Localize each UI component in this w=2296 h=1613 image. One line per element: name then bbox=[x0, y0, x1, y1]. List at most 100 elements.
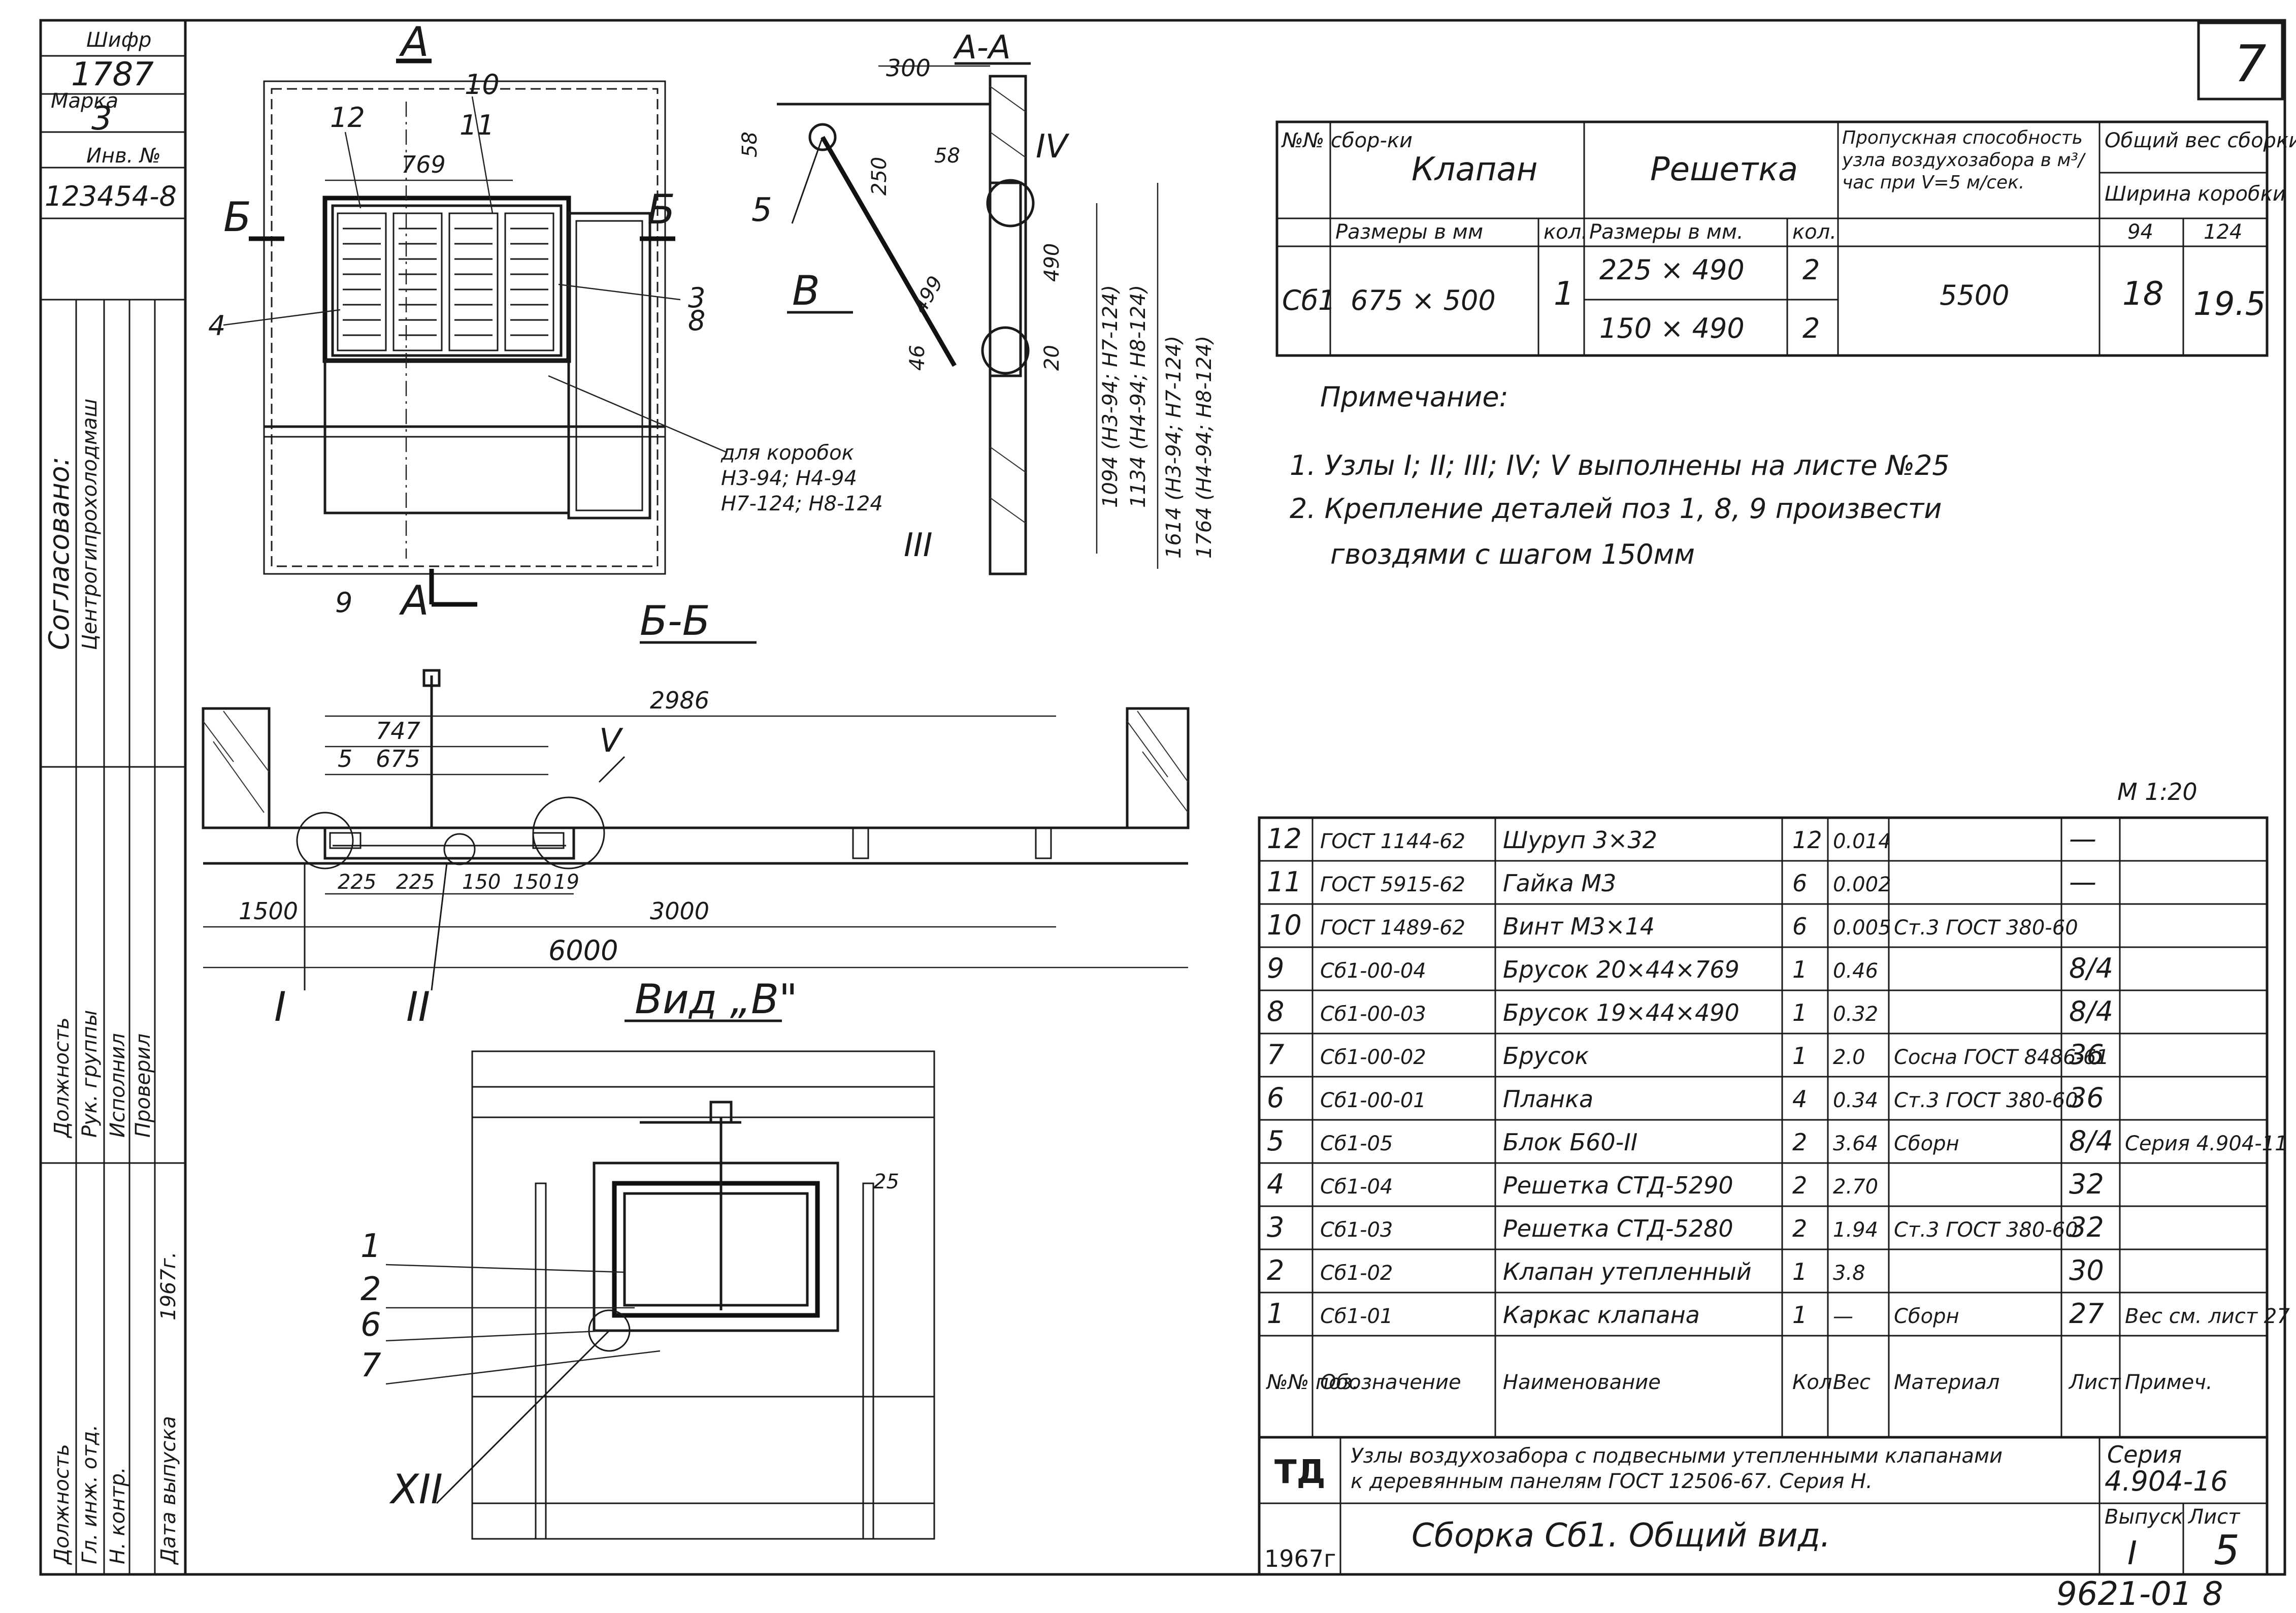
sheet-number-box bbox=[2197, 21, 2284, 101]
spec-cell-qty: 1 bbox=[1792, 999, 1807, 1026]
issue-label: Выпуск bbox=[2105, 1505, 2183, 1529]
dim-499: 499 bbox=[908, 272, 948, 317]
archive-value: 123454-8 bbox=[45, 180, 177, 212]
spec-cell-name: Планка bbox=[1503, 1085, 1593, 1113]
sheet-label: Лист bbox=[2187, 1505, 2241, 1529]
spec-cell-pos: 6 bbox=[1267, 1082, 1284, 1114]
marka-header: Марка bbox=[51, 89, 118, 113]
node-iii: III bbox=[904, 527, 933, 564]
spec-cell-qty: 4 bbox=[1792, 1085, 1807, 1113]
dim-v1: 1094 (Н3-94; Н7-124) bbox=[1099, 285, 1122, 508]
node-i-circle bbox=[296, 812, 354, 869]
box-line-1: Н3-94; Н4-94 bbox=[721, 467, 857, 490]
section-b-right: Б bbox=[647, 186, 675, 233]
dim-150b: 150 bbox=[513, 870, 551, 894]
sheet-value: 5 bbox=[2214, 1527, 2240, 1574]
note-2b: гвоздями с шагом 150мм bbox=[1330, 538, 1695, 570]
dim-19: 19 bbox=[553, 870, 579, 894]
inv-value: 1787 bbox=[71, 56, 154, 93]
bottom-stamp: 9621-01 8 bbox=[2056, 1575, 2223, 1613]
spec-cell-code: ГОСТ 5915-62 bbox=[1320, 873, 1465, 896]
spec-cell-qty: 12 bbox=[1792, 826, 1822, 854]
dim-3000: 3000 bbox=[650, 897, 709, 925]
spec-cell-name: Решетка СТД-5280 bbox=[1503, 1215, 1733, 1242]
row-grille-qty-2: 2 bbox=[1802, 312, 1820, 344]
note-2: 2. Крепление деталей поз 1, 8, 9 произве… bbox=[1290, 493, 1942, 525]
spec-cell-name: Брусок 20×44×769 bbox=[1503, 956, 1740, 983]
spec-cell-ref: — bbox=[2069, 866, 2096, 898]
spec-cell-qty: 1 bbox=[1792, 1258, 1807, 1285]
row-grille-size-1: 225 × 490 bbox=[1599, 254, 1745, 286]
spec-cell-qty: 2 bbox=[1792, 1172, 1807, 1199]
row-w124: 19.5 bbox=[2193, 285, 2266, 323]
callout-2: 2 bbox=[360, 1271, 381, 1308]
spec-cell-code: Сб1-05 bbox=[1320, 1132, 1393, 1155]
spec-cell-material: Сборн bbox=[1894, 1132, 1959, 1155]
left-strip: Шифр 1787 Марка 3 Инв. № 123454-8 Соглас… bbox=[39, 19, 187, 1576]
spec-cell-pos: 5 bbox=[1267, 1125, 1284, 1157]
spec-cell-pos: 7 bbox=[1267, 1039, 1284, 1071]
spec-header-code: Обозначение bbox=[1320, 1371, 1461, 1394]
spec-cell-weight: 0.46 bbox=[1833, 959, 1878, 983]
spec-cell-weight: 0.005 bbox=[1833, 916, 1891, 940]
drawing-title: Сборка Сб1. Общий вид. bbox=[1412, 1517, 1830, 1555]
node-i: I bbox=[274, 983, 286, 1030]
view-b: Вид „В" 25 1 2 6 7 XII bbox=[360, 976, 935, 1540]
title-year: 1967г bbox=[1264, 1545, 1336, 1572]
spec-cell-material: Ст.3 ГОСТ 380-60 bbox=[1894, 916, 2078, 940]
spec-cell-ref: — bbox=[2069, 823, 2096, 855]
row-valve-qty: 1 bbox=[1554, 275, 1575, 313]
section-a-top: А bbox=[399, 18, 429, 66]
th-box-width: Ширина коробки bbox=[2105, 182, 2286, 206]
spec-cell-note: Вес см. лист 27 bbox=[2125, 1305, 2290, 1328]
strip-date: 1967г. bbox=[157, 1251, 180, 1320]
th-capacity: Пропускная способность узла воздухозабор… bbox=[1842, 127, 2085, 193]
callout-6: 6 bbox=[360, 1306, 381, 1344]
node-v: V bbox=[599, 722, 624, 760]
box-label: для коробок bbox=[720, 441, 854, 465]
node-iv-circle bbox=[986, 179, 1035, 228]
spec-cell-pos: 12 bbox=[1267, 823, 1302, 855]
spec-cell-material: Ст.3 ГОСТ 380-60 bbox=[1894, 1218, 2078, 1242]
spec-cell-name: Блок Б60-II bbox=[1503, 1128, 1637, 1156]
view-b-letter: В bbox=[792, 267, 820, 314]
callout-10: 10 bbox=[465, 69, 500, 101]
spec-cell-weight: 0.002 bbox=[1833, 873, 1891, 896]
callout-9: 9 bbox=[335, 587, 352, 619]
scale-label: М 1:20 bbox=[2117, 778, 2197, 805]
spec-cell-code: Сб1-00-01 bbox=[1320, 1089, 1426, 1112]
dim-v2: 1134 (Н4-94; Н8-124) bbox=[1127, 285, 1150, 508]
spec-cell-qty: 1 bbox=[1792, 956, 1807, 983]
notes: Примечание: 1. Узлы I; II; III; IV; V вы… bbox=[1290, 381, 1950, 570]
spec-cell-code: Сб1-04 bbox=[1320, 1175, 1393, 1199]
spec-cell-material: Сосна ГОСТ 8486-61 bbox=[1894, 1046, 2109, 1069]
role2-4: Дата выпуска bbox=[157, 1416, 180, 1565]
dim-747: 747 bbox=[376, 717, 420, 745]
row-id: Сб1 bbox=[1282, 284, 1335, 316]
section-b-left: Б bbox=[223, 193, 251, 241]
section-aa-label: А-А bbox=[953, 29, 1011, 67]
dim-769: 769 bbox=[401, 151, 446, 178]
th-valve: Клапан bbox=[1412, 151, 1537, 188]
archive-header: Инв. № bbox=[86, 144, 161, 168]
spec-header-qty: Кол. bbox=[1792, 1371, 1839, 1394]
row-grille-qty-1: 2 bbox=[1802, 254, 1820, 286]
callout-7: 7 bbox=[360, 1347, 381, 1384]
spec-cell-pos: 9 bbox=[1267, 952, 1284, 984]
spec-cell-ref: 8/4 bbox=[2069, 1125, 2113, 1157]
spec-cell-material: Сборн bbox=[1894, 1305, 1959, 1328]
node-ii: II bbox=[406, 983, 430, 1030]
title-desc-2: к деревянным панелям ГОСТ 12506-67. Сери… bbox=[1351, 1470, 1873, 1493]
top-table: №№ сбор-ки Клапан Решетка Пропускная спо… bbox=[1275, 120, 2296, 357]
dim-490: 490 bbox=[1040, 243, 1064, 282]
spec-cell-name: Шуруп 3×32 bbox=[1503, 826, 1657, 854]
role-1: Должность bbox=[50, 1017, 74, 1139]
spec-cell-pos: 11 bbox=[1267, 866, 1302, 898]
title-desc-1: Узлы воздухозабора с подвесными утепленн… bbox=[1351, 1444, 2003, 1468]
role2-2: Гл. инж. отд. bbox=[78, 1425, 102, 1564]
note-1: 1. Узлы I; II; III; IV; V выполнены на л… bbox=[1290, 449, 1950, 481]
spec-cell-ref: 36 bbox=[2069, 1082, 2104, 1114]
spec-cell-name: Брусок bbox=[1503, 1042, 1589, 1070]
th-grille: Решетка bbox=[1650, 151, 1798, 188]
